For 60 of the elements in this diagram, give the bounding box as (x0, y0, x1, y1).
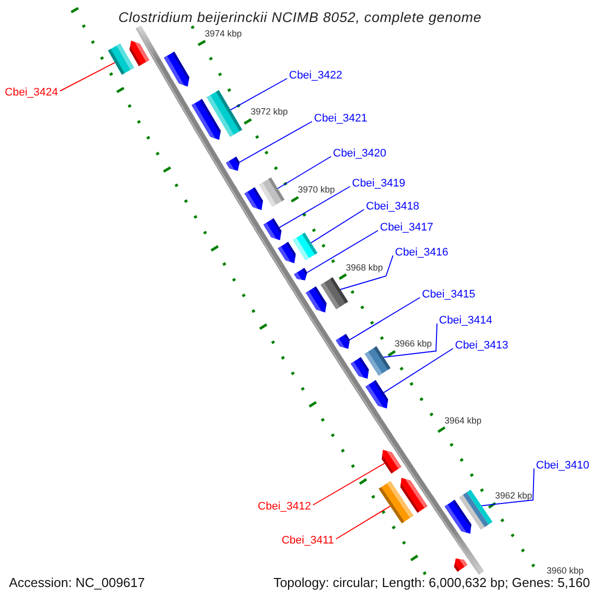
gene-block (306, 286, 326, 312)
gene-label: Cbei_3420 (333, 148, 386, 160)
gene-label: Cbei_3411 (282, 536, 334, 546)
gene-block (278, 242, 296, 264)
gene-label: Cbei_3415 (422, 290, 476, 300)
feature-block (378, 481, 414, 524)
scale-label: 3962 kbp (495, 492, 532, 501)
gene-block (336, 334, 350, 349)
leader-line (312, 462, 386, 506)
gene-label: Cbei_3410 (536, 460, 590, 472)
leader-line (340, 255, 394, 290)
leader-line (277, 156, 332, 189)
scale-label: 3970 kbp (298, 186, 335, 195)
leader-line (336, 506, 391, 540)
leader-line (310, 209, 364, 244)
gene-label: Cbei_3414 (439, 316, 492, 326)
scale-label: 3960 kbp (546, 566, 584, 576)
gene-block (294, 268, 308, 280)
gene-block (244, 187, 263, 210)
feature-block (459, 490, 492, 530)
gene-block (164, 52, 190, 87)
gene-block (350, 357, 369, 379)
gene-block (226, 156, 240, 171)
gene-label: Cbei_3418 (366, 202, 420, 212)
gene-label: Cbei_3421 (314, 114, 368, 124)
leader-line (60, 62, 116, 92)
gene-label: Cbei_3416 (395, 248, 448, 258)
leader-line (306, 230, 378, 273)
scale-label: 3974 kbp (204, 29, 242, 38)
gene-label: Cbei_3424 (4, 88, 58, 98)
gene-block (130, 40, 150, 66)
scale-label: 3968 kbp (346, 263, 383, 272)
gene-label: Cbei_3413 (455, 340, 508, 352)
leader-line (383, 348, 454, 394)
scale-label: 3966 kbp (394, 340, 432, 349)
feature-block (364, 346, 390, 376)
accession-text: Accession: NC_009617 (9, 576, 145, 589)
gene-block (444, 500, 472, 534)
feature-block (259, 177, 284, 207)
leader-line (230, 78, 288, 110)
genome-summary-text: Topology: circular; Length: 6,000,632 bp; Genes: 5,160 (273, 576, 590, 589)
scale-label: 3972 kbp (250, 108, 288, 117)
leader-line (383, 323, 438, 358)
leader-line (349, 297, 420, 340)
gene-block (263, 218, 282, 240)
diagram-title: Clostridium beijerinckii NCIMB 8052, complete genome (118, 10, 482, 24)
gene-block (454, 558, 468, 572)
gene-label: Cbei_3422 (289, 70, 342, 82)
leader-line (239, 121, 312, 163)
gene-block (192, 99, 221, 140)
feature-block (292, 232, 318, 260)
gene-label: Cbei_3417 (380, 222, 434, 234)
feature-block (108, 44, 134, 75)
scale-label: 3964 kbp (444, 416, 482, 426)
gene-label: Cbei_3419 (352, 178, 406, 190)
gene-label: Cbei_3412 (258, 502, 311, 512)
gene-block (366, 380, 388, 408)
leader-line (481, 468, 534, 506)
leader-line (278, 186, 350, 228)
gene-block (382, 450, 402, 474)
